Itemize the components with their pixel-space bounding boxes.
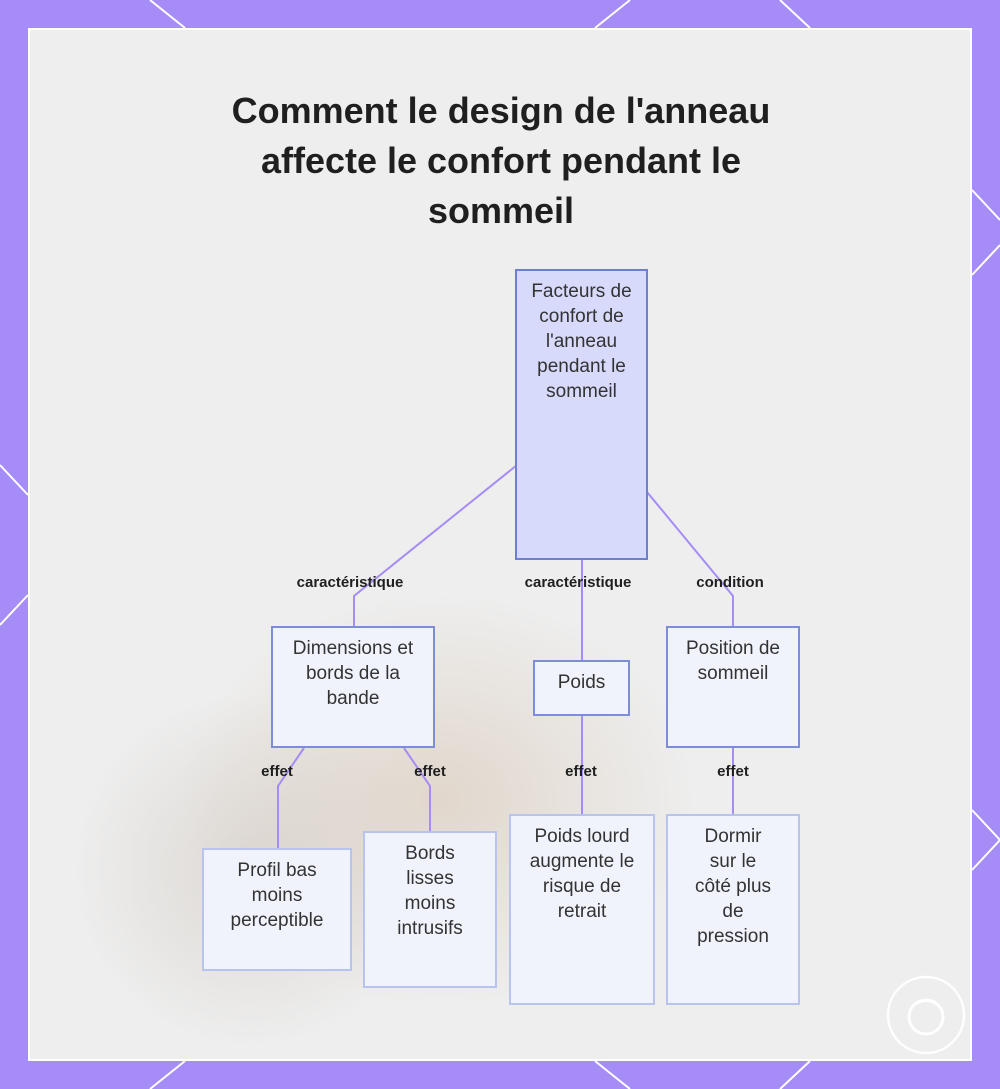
edge-label-caracteristique: caractéristique <box>296 574 404 591</box>
node-profil-bas[interactable]: Profil bas moins perceptible <box>202 848 352 971</box>
edge-label-effet: effet <box>565 763 597 780</box>
ring-logo-icon <box>886 975 966 1055</box>
edge-label-condition: condition <box>696 574 764 591</box>
node-poids[interactable]: Poids <box>533 660 630 716</box>
node-poids-lourd[interactable]: Poids lourd augmente le risque de retrai… <box>509 814 655 1005</box>
node-dimensions[interactable]: Dimensions et bords de la bande <box>271 626 435 748</box>
diagram-edges <box>277 464 734 850</box>
edge-root-dimensions <box>353 464 518 628</box>
node-label: Bords lisses moins intrusifs <box>397 843 463 939</box>
edge-label-effet: effet <box>717 763 749 780</box>
node-label: Dormir sur le côté plus de pression <box>694 826 772 947</box>
edge-label-effet: effet <box>414 763 446 780</box>
node-dormir-cote[interactable]: Dormir sur le côté plus de pression <box>666 814 800 1005</box>
node-label: Dimensions et bords de la bande <box>292 638 414 709</box>
content-panel: Comment le design de l'anneau affecte le… <box>28 28 972 1061</box>
node-label: Poids <box>557 672 606 693</box>
page-title: Comment le design de l'anneau affecte le… <box>231 90 771 231</box>
node-label: Profil bas moins perceptible <box>230 860 324 931</box>
node-label: Poids lourd augmente le risque de retrai… <box>529 826 635 922</box>
node-position[interactable]: Position de sommeil <box>666 626 800 748</box>
edge-dimensions-bords <box>403 747 431 833</box>
node-root[interactable]: Facteurs de confort de l'anneau pendant … <box>515 269 648 560</box>
node-label: Position de sommeil <box>685 638 780 684</box>
node-bords-lisses[interactable]: Bords lisses moins intrusifs <box>363 831 497 988</box>
edge-label-caracteristique: caractéristique <box>524 574 632 591</box>
edge-root-position <box>646 491 734 628</box>
edge-label-effet: effet <box>261 763 293 780</box>
edge-dimensions-profil <box>277 747 305 850</box>
node-label: Facteurs de confort de l'anneau pendant … <box>531 281 632 402</box>
